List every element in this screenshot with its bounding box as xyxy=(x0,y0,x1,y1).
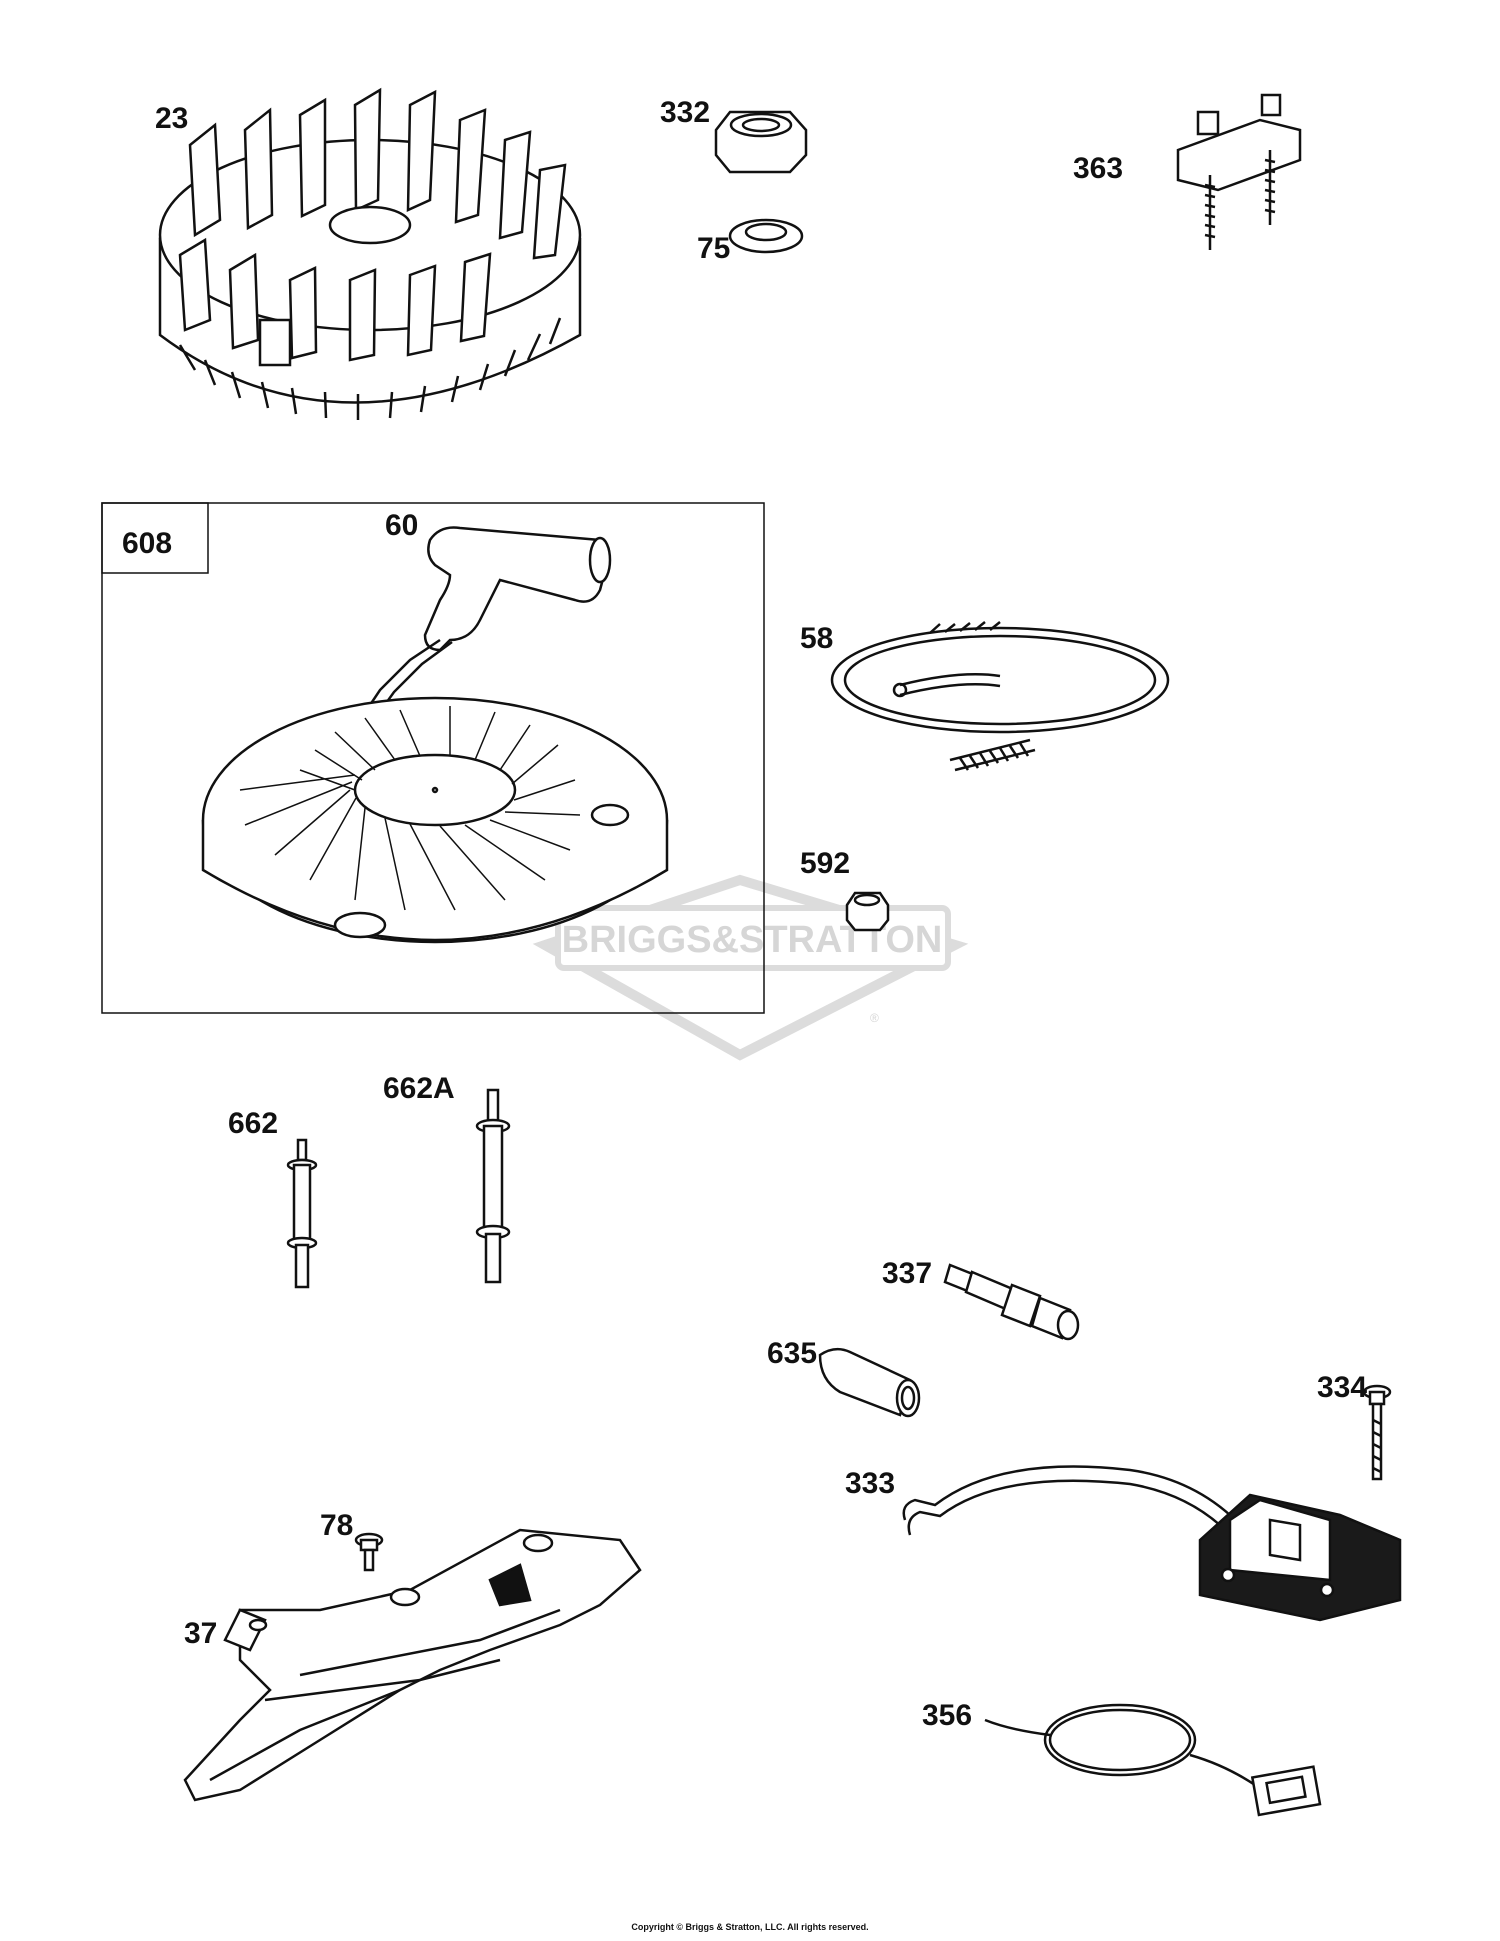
spark-plug-337 xyxy=(943,1263,1080,1341)
part-label-337: 337 xyxy=(882,1257,932,1290)
ground-wire-356 xyxy=(984,1703,1322,1817)
rewind-starter-60 xyxy=(201,526,669,944)
stud-662a xyxy=(475,1088,511,1284)
part-label-592: 592 xyxy=(800,847,850,880)
tubing-58 xyxy=(830,621,1170,772)
part-label-334: 334 xyxy=(1317,1371,1367,1404)
shroud-37 xyxy=(183,1528,642,1802)
bracket-363 xyxy=(1176,93,1302,250)
part-label-58: 58 xyxy=(800,622,833,655)
armature-333 xyxy=(902,1465,1402,1622)
starter-kit-box-608 xyxy=(101,502,765,1014)
part-label-78: 78 xyxy=(320,1509,353,1542)
nut-592 xyxy=(845,891,890,932)
part-label-333: 333 xyxy=(845,1467,895,1500)
copyright-notice: Copyright © Briggs & Stratton, LLC. All … xyxy=(631,1922,869,1932)
part-label-332: 332 xyxy=(660,96,710,129)
part-label-363: 363 xyxy=(1073,152,1123,185)
part-label-635: 635 xyxy=(767,1337,817,1370)
washer-75 xyxy=(728,218,804,254)
screw-78 xyxy=(354,1532,384,1572)
part-label-60: 60 xyxy=(385,509,418,542)
part-label-356: 356 xyxy=(922,1699,972,1732)
watermark-logo: BRIGGS&STRATTON ® xyxy=(532,874,969,1061)
flywheel-23 xyxy=(158,87,582,420)
part-label-662A: 662A xyxy=(383,1072,455,1105)
part-label-662: 662 xyxy=(228,1107,278,1140)
part-label-37: 37 xyxy=(184,1617,217,1650)
part-label-608: 608 xyxy=(122,527,172,560)
hex-nut-332 xyxy=(714,110,808,174)
spark-plug-boot-635 xyxy=(818,1347,921,1418)
screw-334 xyxy=(1362,1384,1392,1481)
watermark-registered: ® xyxy=(870,1011,879,1025)
stud-662 xyxy=(286,1138,318,1289)
part-label-23: 23 xyxy=(155,102,188,135)
part-label-75: 75 xyxy=(697,232,730,265)
